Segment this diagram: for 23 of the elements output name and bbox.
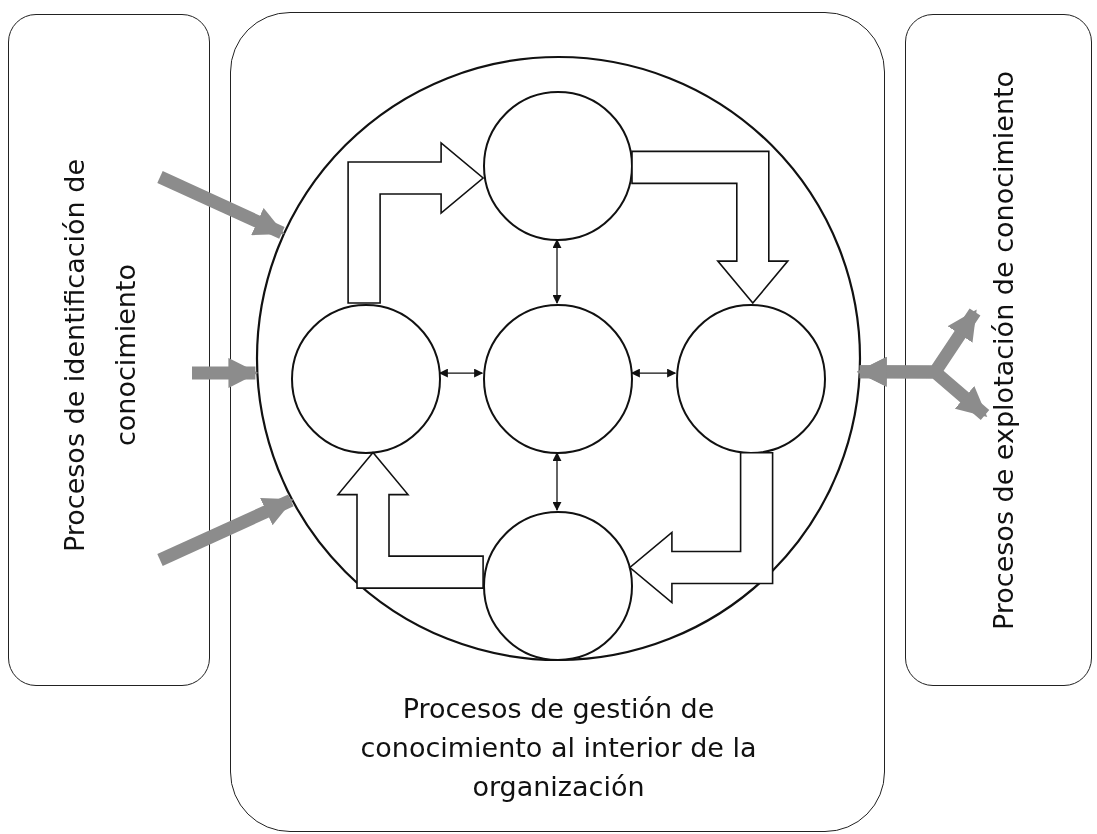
double-arrow	[552, 452, 562, 511]
process-box	[230, 12, 885, 832]
process-circle	[291, 304, 441, 454]
box-label: Procesos de explotación de conocimiento	[987, 69, 1020, 632]
process-circle	[483, 91, 633, 241]
process-circle	[483, 304, 633, 454]
box-label: Procesos de identificación de conocimiento	[58, 157, 143, 554]
double-arrow	[438, 368, 484, 378]
process-box	[8, 14, 210, 686]
box-label: Procesos de gestión de conocimiento al interior de la organización	[359, 692, 758, 805]
process-circle	[676, 304, 826, 454]
block-arrow	[347, 141, 485, 304]
block-arrow	[628, 451, 774, 605]
process-circle	[483, 511, 633, 661]
double-arrow	[856, 356, 990, 420]
double-arrow	[157, 171, 285, 239]
double-arrow	[157, 494, 294, 566]
double-arrow	[552, 239, 562, 304]
process-box	[905, 14, 1092, 686]
double-arrow	[192, 357, 259, 388]
block-arrow	[631, 150, 790, 305]
block-arrow	[336, 451, 484, 589]
double-arrow	[630, 368, 677, 378]
